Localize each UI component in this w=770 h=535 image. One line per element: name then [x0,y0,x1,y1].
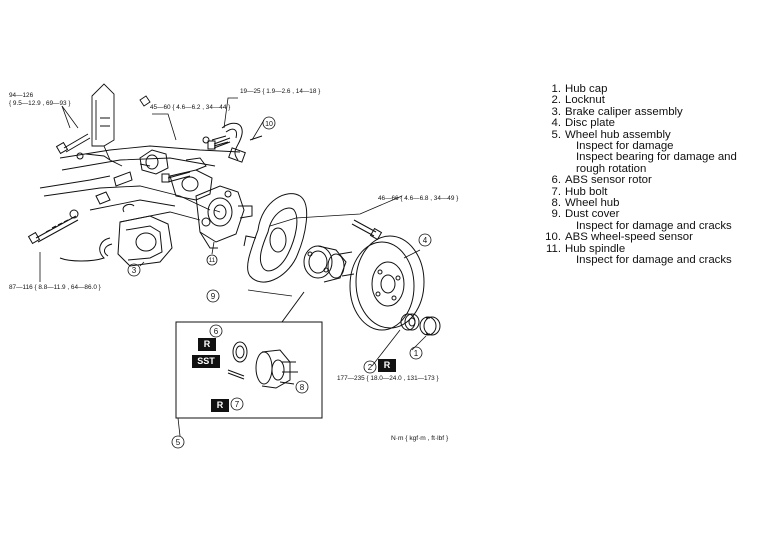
legend-note: Inspect for damage and cracks [576,254,732,267]
callout-5-marker [171,435,185,449]
legend-note: Inspect for damage and cracks [576,219,732,232]
legend-note: Inspect bearing for damage and rough rot… [576,151,737,175]
legend-number: 10. [545,231,561,244]
dust-cover-drawing [243,193,308,283]
legend-item: 5.Wheel hub assembly [538,128,766,141]
legend-label: Hub cap [565,83,608,95]
callout-1: 1 [414,349,419,358]
torque-spec-line-2: { 9.5—12.9 , 69—93 } [9,100,71,107]
callout-6: 6 [214,327,219,336]
callout-markers [127,116,432,449]
legend-label: Locknut [565,94,605,107]
torque-spec-caliper-bracket: 45—60 { 4.6—6.2 , 34—44 } [150,104,231,111]
parts-legend: 1.Hub cap 2.Locknut 3.Brake caliper asse… [538,83,766,267]
legend-item: 3.Brake caliper assembly [538,105,766,118]
legend-label: Wheel hub [565,197,620,210]
legend-label: Hub bolt [565,185,608,198]
legend-label: ABS sensor rotor [565,174,652,187]
callout-10-marker [262,116,276,130]
legend-item: 10. ABS wheel-speed sensor [538,231,766,244]
torque-spec-spindle-bolt: 87—116 { 8.8—11.9 , 64—86.0 } [9,284,101,291]
brake-caliper-drawing [59,203,173,267]
locknut-drawing [400,313,420,331]
legend-number: 2. [551,94,562,107]
callout-9: 9 [211,292,216,301]
callout-numbers: 1 2 3 4 5 6 7 8 9 10 11 [132,121,428,447]
replace-badge-locknut: R [378,359,396,372]
disc-plate-drawing [349,235,425,331]
callout-7-marker [230,397,244,411]
bolt-dust-cover [351,219,383,241]
callout-10: 10 [265,121,273,128]
torque-spec-locknut: 177—235 { 18.0—24.0 , 131—173 } [337,375,439,382]
legend-label: Brake caliper assembly [565,105,683,118]
legend-number: 7. [551,185,562,198]
bolt-caliper-mount [69,171,191,219]
torque-spec-sensor-bolt: 19—25 { 1.9—2.6 , 14—18 } [240,88,321,95]
torque-spec-dust-cover-bolt: 46—66 { 4.6—6.8 , 34—49 } [378,195,459,202]
legend-item: 7.Hub bolt [538,185,766,198]
callout-8: 8 [300,383,305,392]
caliper-bracket [139,149,213,201]
callout-3-marker [127,263,141,277]
special-tool-badge: SST [192,355,220,368]
callout-3: 3 [132,266,137,275]
legend-item: 9.Dust cover [538,208,766,221]
legend-item: 6.ABS sensor rotor [538,174,766,187]
legend-item: 1.Hub cap [538,83,766,95]
legend-label: Dust cover [565,208,620,221]
hub-cap-drawing [419,316,441,336]
legend-item: 4.Disc plate [538,117,766,130]
bolt-spindle-left [27,215,79,245]
legend-number: 3. [551,105,562,118]
hub-assembly-detail-box [175,291,323,419]
torque-spec-bolt-upper-left: 94—126 { 9.5—12.9 , 69—93 } [9,92,70,108]
wheel-hub-drawing [303,245,355,283]
callout-11: 11 [209,258,216,264]
legend-number: 11. [546,242,561,255]
legend-item: 2.Locknut [538,94,766,107]
callout-2-marker [363,360,377,374]
legend-number: 5. [551,128,562,141]
legend-number: 9. [551,208,562,221]
replace-badge-hub-bolt: R [211,399,229,412]
legend-label: Wheel hub assembly [565,128,671,141]
legend-number: 6. [551,174,562,187]
torque-units-note: N·m { kgf·m , ft·lbf } [391,435,449,442]
callout-2: 2 [368,363,373,372]
callout-8-marker [295,380,309,394]
legend-note: Inspect for damage [576,140,674,153]
legend-label: Disc plate [565,117,616,130]
replace-badge-sensor-rotor: R [198,338,216,351]
callout-5: 5 [176,438,181,447]
callout-4: 4 [423,236,428,245]
legend-label: ABS wheel-speed sensor [565,231,693,244]
callout-9-marker [206,289,220,303]
legend-item: 11. Hub spindle [538,242,766,255]
callout-1-marker [409,346,423,360]
torque-spec-line-1: 94—126 [9,92,34,99]
hub-spindle-drawing [195,185,253,249]
leader-lines [39,97,427,437]
legend-number: 8. [551,197,562,210]
callout-4-marker [418,233,432,247]
callout-6-marker [209,324,223,338]
legend-label: Hub spindle [565,242,626,255]
callout-11-marker [206,254,218,266]
bolt-upper-left [55,133,111,161]
abs-sensor-drawing [211,122,263,163]
legend-number: 4. [551,117,562,130]
bolt-sensor [139,136,231,167]
legend-number: 1. [551,83,562,95]
legend-item: 8.Wheel hub [538,197,766,210]
callout-7: 7 [235,400,240,409]
